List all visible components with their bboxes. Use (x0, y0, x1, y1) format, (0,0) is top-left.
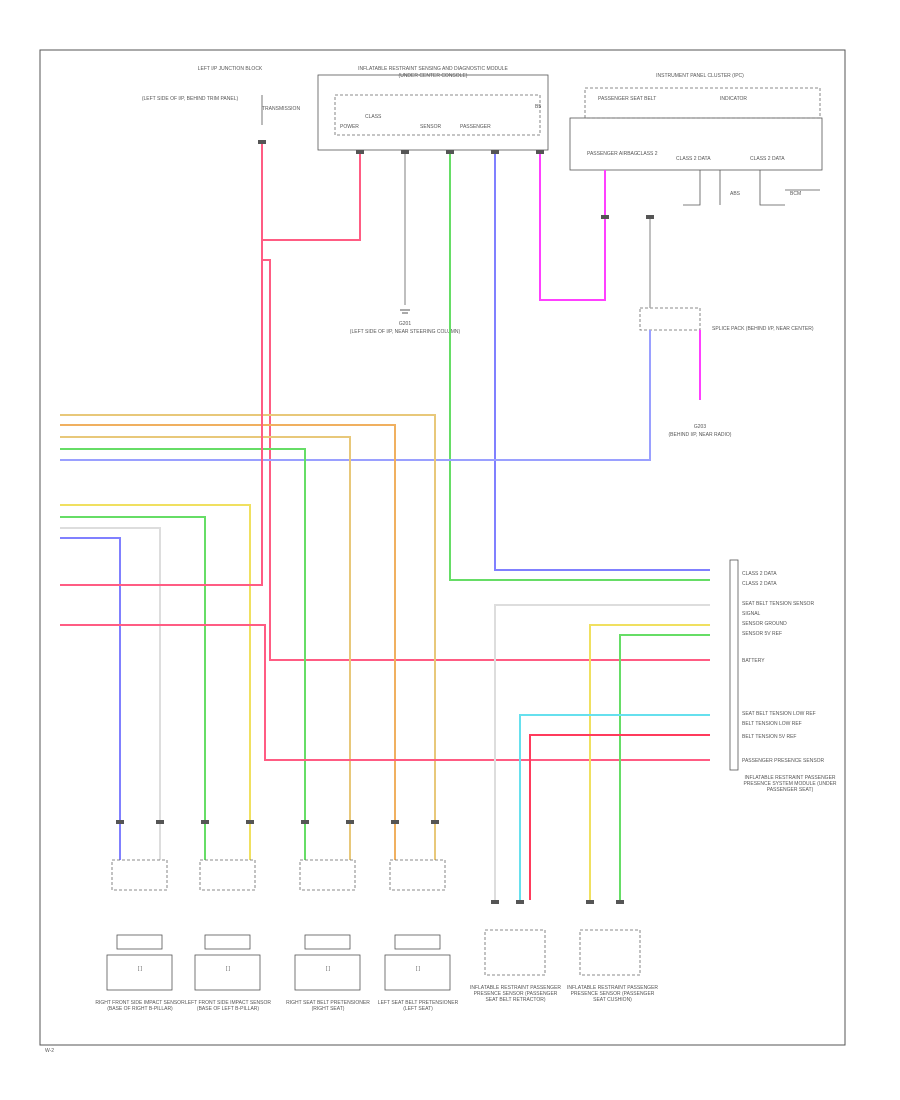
top-module-title: INFLATABLE RESTRAINT SENSING AND DIAGNOS… (358, 66, 508, 72)
side-pin-4: SIGNAL (742, 611, 761, 617)
svg-text:ABS: ABS (730, 191, 741, 197)
connector-marks-bottom (116, 820, 624, 904)
side-pin-3: SEAT BELT TENSION SENSOR (742, 601, 814, 607)
bottom-presence-sensor-1: INFLATABLE RESTRAINT PASSENGER PRESENCE … (469, 929, 562, 1003)
cluster-pin-2: CLASS 2 (637, 151, 658, 157)
restraint-module-top: INFLATABLE RESTRAINT SENSING AND DIAGNOS… (317, 66, 549, 151)
cluster-sub-1: PASSENGER SEAT BELT (598, 96, 656, 102)
cluster-pin-1: PASSENGER AIRBAG (587, 151, 638, 157)
cluster-sub-2: INDICATOR (720, 96, 747, 102)
bottom-pretensioner-left: [ ] LEFT SEAT BELT PRETENSIONER (LEFT SE… (377, 859, 459, 1012)
svg-text:[ ]: [ ] (138, 966, 143, 972)
side-pin-13: BELT TENSION LOW REF (742, 721, 802, 727)
ground-g201-desc: (LEFT SIDE OF I/P, NEAR STEERING COLUMN) (350, 329, 461, 335)
svg-text:POWER: POWER (340, 124, 359, 130)
side-pin-1: CLASS 2 DATA (742, 571, 777, 577)
ground-g201-label: G201 (399, 321, 411, 327)
ground-g203-desc: (BEHIND I/P, NEAR RADIO) (669, 432, 732, 438)
left-junction-title: LEFT I/P JUNCTION BLOCK (198, 66, 263, 72)
svg-text:PASSENGER: PASSENGER (460, 124, 491, 130)
diagram-frame (39, 49, 846, 1046)
splice-desc: SPLICE PACK (BEHIND I/P, NEAR CENTER) (712, 326, 814, 332)
page-code: W-2 (45, 1048, 54, 1054)
passenger-presence-module: CLASS 2 DATA CLASS 2 DATA SEAT BELT TENS… (729, 559, 837, 793)
svg-text:CLASS: CLASS (365, 114, 382, 120)
svg-text:[ ]: [ ] (416, 966, 421, 972)
component-label-1: RIGHT FRONT SIDE IMPACT SENSOR (BASE OF … (95, 1000, 185, 1012)
side-pin-7: BATTERY (742, 658, 765, 664)
svg-text:SENSOR: SENSOR (420, 124, 442, 130)
connector-marks-top (258, 140, 654, 219)
side-pin-5: SENSOR GROUND (742, 621, 787, 627)
side-pin-6: SENSOR 5V REF (742, 631, 782, 637)
cluster-pin-4: CLASS 2 DATA (750, 156, 785, 162)
bottom-pretensioner-right: [ ] RIGHT SEAT BELT PRETENSIONER (RIGHT … (286, 859, 370, 1012)
svg-text:BCM: BCM (790, 191, 801, 197)
wires-right (494, 604, 710, 900)
side-pin-15: PASSENGER PRESENCE SENSOR (742, 758, 825, 764)
splice-pack: SPLICE PACK (BEHIND I/P, NEAR CENTER) (639, 307, 814, 332)
component-label-5: INFLATABLE RESTRAINT PASSENGER PRESENCE … (469, 985, 562, 1003)
svg-text:[ ]: [ ] (226, 966, 231, 972)
side-pin-14: BELT TENSION 5V REF (742, 734, 796, 740)
ground-g203: G203 (BEHIND I/P, NEAR RADIO) (669, 424, 732, 438)
component-label-6: INFLATABLE RESTRAINT PASSENGER PRESENCE … (566, 985, 659, 1003)
cluster-title: INSTRUMENT PANEL CLUSTER (IPC) (656, 73, 744, 79)
component-label-4: LEFT SEAT BELT PRETENSIONER (LEFT SEAT) (377, 1000, 459, 1012)
top-module-sub: (UNDER CENTER CONSOLE) (399, 73, 468, 79)
wires-top (60, 140, 710, 661)
svg-text:[ ]: [ ] (326, 966, 331, 972)
bottom-presence-sensor-2: INFLATABLE RESTRAINT PASSENGER PRESENCE … (566, 929, 659, 1003)
wires-left (60, 260, 710, 860)
side-pin-12: SEAT BELT TENSION LOW REF (742, 711, 816, 717)
svg-text:B5: B5 (535, 104, 541, 110)
left-junction-block: LEFT I/P JUNCTION BLOCK (LEFT SIDE OF I/… (142, 66, 300, 125)
instrument-cluster: INSTRUMENT PANEL CLUSTER (IPC) PASSENGER… (569, 73, 823, 206)
ground-g203-label: G203 (694, 424, 706, 430)
left-junction-pin: TRANSMISSION (262, 106, 300, 112)
component-label-3: RIGHT SEAT BELT PRETENSIONER (RIGHT SEAT… (286, 1000, 370, 1012)
ground-g201: G201 (LEFT SIDE OF I/P, NEAR STEERING CO… (350, 309, 461, 335)
bottom-sensor-2: [ ] LEFT FRONT SIDE IMPACT SENSOR (BASE … (184, 859, 272, 1012)
component-label-2: LEFT FRONT SIDE IMPACT SENSOR (BASE OF L… (184, 1000, 272, 1012)
left-junction-sub: (LEFT SIDE OF I/P, BEHIND TRIM PANEL) (142, 96, 239, 102)
bottom-sensor-1: [ ] RIGHT FRONT SIDE IMPACT SENSOR (BASE… (95, 859, 185, 1012)
cluster-pin-3: CLASS 2 DATA (676, 156, 711, 162)
side-module-title: INFLATABLE RESTRAINT PASSENGER PRESENCE … (743, 775, 837, 793)
side-pin-2: CLASS 2 DATA (742, 581, 777, 587)
